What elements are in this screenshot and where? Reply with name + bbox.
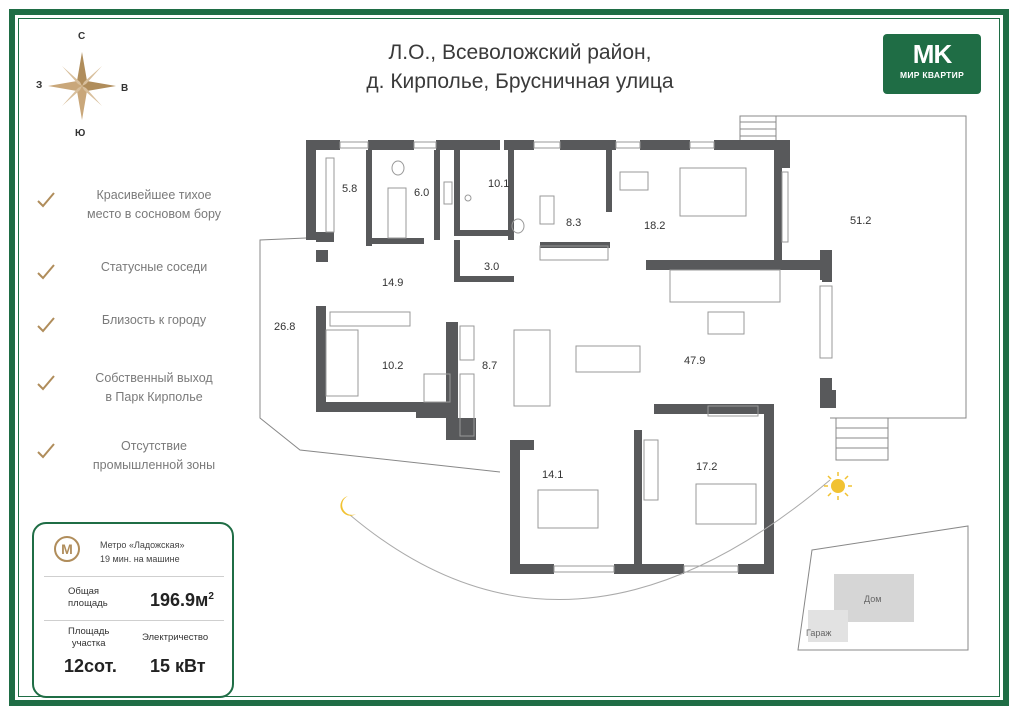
room-area: 14.1: [542, 469, 563, 481]
plot-area-label: Площадь участка: [68, 626, 109, 650]
site-garage-label: Гараж: [806, 628, 831, 638]
power-label: Электричество: [142, 632, 209, 643]
compass-east: В: [121, 83, 129, 94]
terrace-outline-left: [259, 237, 501, 473]
compass-north: С: [78, 31, 86, 42]
furniture: [325, 157, 781, 529]
metro-station: Метро «Ладожская»: [100, 540, 185, 550]
room-area: 8.7: [482, 360, 497, 372]
brand-logo: MK МИР КВАРТИР: [883, 34, 981, 94]
check-icon: [37, 264, 55, 280]
feature-line: Отсутствие: [121, 439, 187, 453]
room-area: 10.2: [382, 360, 403, 372]
feature-line: Красивейшее тихое: [96, 188, 212, 202]
total-area-number: 196.9м: [150, 590, 209, 610]
site-plan: [797, 525, 969, 651]
check-icon: [37, 317, 55, 333]
feature-line: промышленной зоны: [92, 458, 216, 472]
divider: [44, 576, 224, 577]
room-area: 18.2: [644, 220, 665, 232]
room-area: 3.0: [484, 261, 499, 273]
page-title: Л.О., Всеволожский район, д. Кирполье, Б…: [300, 38, 740, 96]
metro-time: 19 мин. на машине: [100, 554, 180, 564]
room-area: 17.2: [696, 461, 717, 473]
feature-line: Близость к городу: [101, 313, 207, 327]
total-area-value: 196.9м2: [150, 590, 214, 611]
outer-frame: [9, 9, 1009, 706]
steps-bottom: [835, 417, 889, 461]
plot-area-value: 12сот.: [64, 656, 117, 676]
feature-line: Статусные соседи: [100, 260, 208, 274]
total-area-label-line: площадь: [68, 598, 108, 609]
feature-item: Статусные соседи: [36, 258, 236, 280]
divider: [44, 620, 224, 621]
check-icon: [37, 443, 55, 459]
plot-label-line: Площадь: [68, 626, 110, 637]
room-area: 6.0: [414, 187, 429, 199]
sun-path: [349, 479, 831, 600]
feature-item: Собственный выход в Парк Кирполье: [36, 369, 236, 407]
feature-item: Отсутствие промышленной зоны: [36, 437, 236, 475]
room-area: 5.8: [342, 183, 357, 195]
title-line-2: д. Кирполье, Брусничная улица: [366, 70, 674, 93]
power-value: 15 кВт: [150, 656, 206, 676]
room-area: 51.2: [850, 215, 871, 227]
check-icon: [37, 375, 55, 391]
room-area: 14.9: [382, 277, 403, 289]
sun-icon: [824, 472, 852, 500]
walls: [306, 140, 836, 574]
logo-text: МИР КВАРТИР: [899, 70, 965, 80]
feature-item: Близость к городу: [36, 311, 236, 333]
moon-icon: [340, 496, 356, 516]
info-card: М Метро «Ладожская» 19 мин. на машине Об…: [32, 522, 234, 698]
site-house-label: Дом: [864, 594, 881, 604]
total-area-label-line: Общая: [68, 586, 100, 597]
check-icon: [37, 192, 55, 208]
feature-line: Собственный выход: [95, 371, 213, 385]
metro-icon: М: [54, 536, 80, 562]
compass-west: З: [36, 80, 43, 91]
room-area: 47.9: [684, 355, 705, 367]
room-area: 10.1: [488, 178, 509, 190]
windows: [339, 141, 833, 573]
compass-rose-icon: [48, 52, 116, 120]
total-area-label: Общая площадь: [68, 586, 108, 610]
plot-label-line: участка: [71, 638, 106, 649]
floor-plan: 5.8 6.0 10.1 8.3 18.2 51.2 3.0 14.9 26.8…: [259, 115, 969, 651]
inner-frame: [18, 18, 1000, 697]
logo-mark: MK: [912, 39, 952, 69]
feature-item: Красивейшее тихое место в сосновом бору: [36, 186, 236, 224]
room-area: 8.3: [566, 217, 581, 229]
room-area: 26.8: [274, 321, 295, 333]
total-area-sup: 2: [208, 591, 214, 602]
terrace-outline-right: [776, 115, 967, 419]
metro-text: Метро «Ладожская» 19 мин. на машине: [100, 538, 185, 566]
title-line-1: Л.О., Всеволожский район,: [388, 41, 652, 64]
steps-top: [739, 115, 777, 143]
feature-line: в Парк Кирполье: [105, 390, 203, 404]
feature-line: место в сосновом бору: [86, 207, 222, 221]
compass-south: Ю: [75, 128, 86, 139]
